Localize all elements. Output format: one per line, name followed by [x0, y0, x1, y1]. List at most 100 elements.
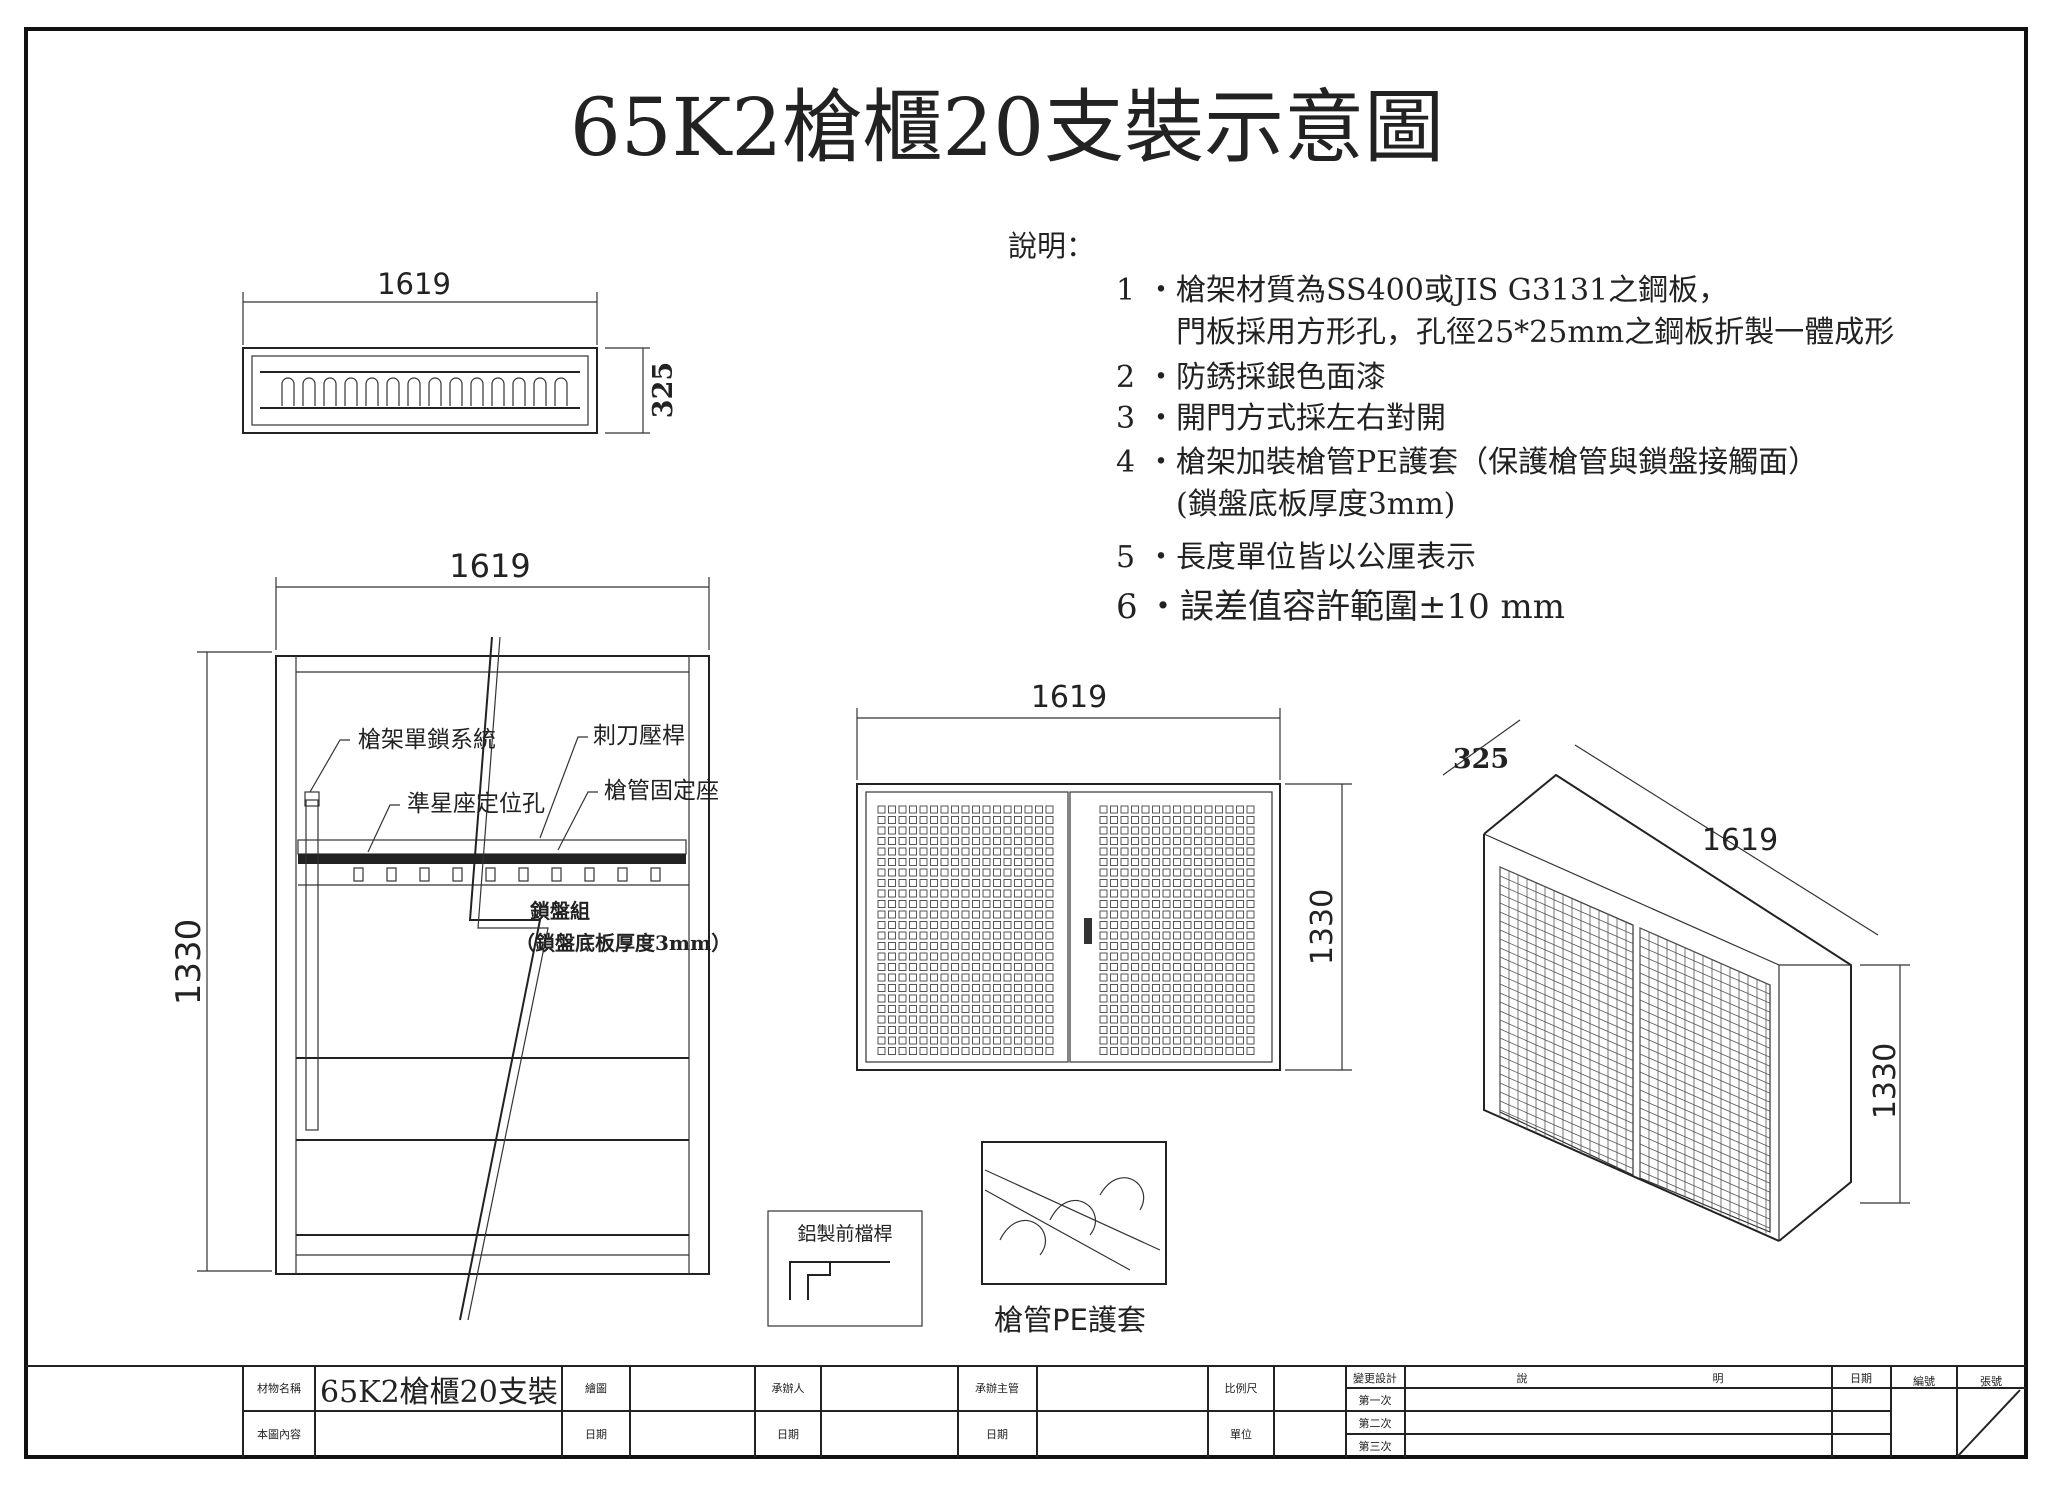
door-hole: [1152, 858, 1160, 866]
door-hole: [909, 1036, 917, 1045]
door-hole: [1194, 816, 1202, 824]
door-hole: [1141, 1036, 1150, 1045]
lock-tab: [452, 867, 463, 882]
door-hole: [1099, 1026, 1108, 1034]
door-hole: [898, 858, 907, 866]
door-hole: [909, 889, 917, 898]
door-hole: [1035, 1036, 1043, 1045]
door-hole: [993, 963, 1001, 971]
door-hole: [1204, 816, 1213, 824]
door-hole: [993, 847, 1001, 856]
door-hole: [898, 889, 907, 898]
door-hole: [1204, 942, 1213, 950]
door-hole: [1152, 1036, 1160, 1045]
door-hole: [993, 805, 1001, 814]
door-hole: [1014, 816, 1022, 824]
door-hole: [930, 942, 938, 950]
door-hole: [877, 973, 886, 982]
door-hole: [1131, 942, 1139, 950]
door-hole: [1035, 1026, 1043, 1034]
door-hole: [993, 1015, 1001, 1024]
door-hole: [1173, 1015, 1181, 1024]
door-hole: [1035, 973, 1043, 982]
label-drawn: 繪圖: [585, 1381, 607, 1395]
door-hole: [972, 889, 980, 898]
door-hole: [1162, 1005, 1171, 1013]
door-hole: [930, 868, 938, 877]
door-hole: [982, 1036, 991, 1045]
door-hole: [1215, 889, 1223, 898]
door-hole: [1162, 889, 1171, 898]
door-hole: [1014, 889, 1022, 898]
door-hole: [940, 910, 949, 919]
door-hole: [877, 1026, 886, 1034]
door-hole: [1045, 1036, 1054, 1045]
door-hole: [930, 858, 938, 866]
door-hole: [1024, 805, 1033, 814]
door-hole: [1162, 858, 1171, 866]
door-hole: [1003, 1026, 1012, 1034]
door-hole: [888, 1036, 896, 1045]
door-hole: [1215, 1036, 1223, 1045]
door-hole: [1141, 1047, 1150, 1055]
door-hole: [1014, 1015, 1022, 1024]
iso-grid-line: [1639, 1089, 1771, 1148]
door-hole: [1194, 858, 1202, 866]
door-hole: [961, 1015, 970, 1024]
door-hole: [951, 1047, 959, 1055]
barrel-slot: [407, 377, 421, 406]
iso-grid-line: [1499, 992, 1634, 1052]
lock-tab: [650, 867, 661, 882]
door-hole: [961, 942, 970, 950]
door-hole: [1141, 1015, 1150, 1024]
door-hole: [1045, 900, 1054, 908]
door-hole: [877, 900, 886, 908]
door-hole: [1024, 889, 1033, 898]
door-hole: [1141, 837, 1150, 845]
door-hole: [919, 805, 928, 814]
door-hole: [993, 858, 1001, 866]
door-hole: [1120, 816, 1129, 824]
door-hole: [1225, 952, 1234, 961]
door-hole: [1110, 931, 1118, 940]
door-hole: [1173, 868, 1181, 877]
door-hole: [1120, 921, 1129, 929]
top-view: 1619 325: [242, 267, 679, 434]
door-hole: [930, 1047, 938, 1055]
door-hole: [1045, 879, 1054, 887]
door-hole: [1152, 1026, 1160, 1034]
label-contractor: 承辦人: [772, 1381, 805, 1395]
iso-grid-line: [1639, 990, 1771, 1049]
door-hole: [1131, 1005, 1139, 1013]
door-hole: [1099, 1047, 1108, 1055]
iso-grid-line: [1639, 1170, 1771, 1229]
label-content: 本圖內容: [257, 1427, 301, 1441]
door-hole: [1131, 921, 1139, 929]
door-hole: [1099, 973, 1108, 982]
door-hole: [1120, 879, 1129, 887]
door-hole: [1204, 931, 1213, 940]
door-hole: [1045, 931, 1054, 940]
door-hole: [919, 847, 928, 856]
door-hole: [1246, 931, 1255, 940]
door-hole: [1014, 1047, 1022, 1055]
detail-alu-bar-label: 鋁製前檔桿: [797, 1223, 892, 1245]
door-hole: [1141, 826, 1150, 835]
door-hole: [1246, 816, 1255, 824]
door-hole: [877, 921, 886, 929]
door-hole: [1141, 973, 1150, 982]
door-hole: [909, 816, 917, 824]
door-hole: [972, 910, 980, 919]
door-hole: [1225, 847, 1234, 856]
door-hole: [1099, 942, 1108, 950]
door-hole: [919, 1026, 928, 1034]
door-hole: [1110, 837, 1118, 845]
door-hole: [1003, 868, 1012, 877]
door-hole: [1099, 805, 1108, 814]
iso-grid-line: [1639, 999, 1771, 1058]
iso-grid-line: [1639, 1134, 1771, 1193]
door-hole: [972, 837, 980, 845]
door-hole: [982, 973, 991, 982]
door-hole: [1120, 1015, 1129, 1024]
door-hole: [1215, 973, 1223, 982]
